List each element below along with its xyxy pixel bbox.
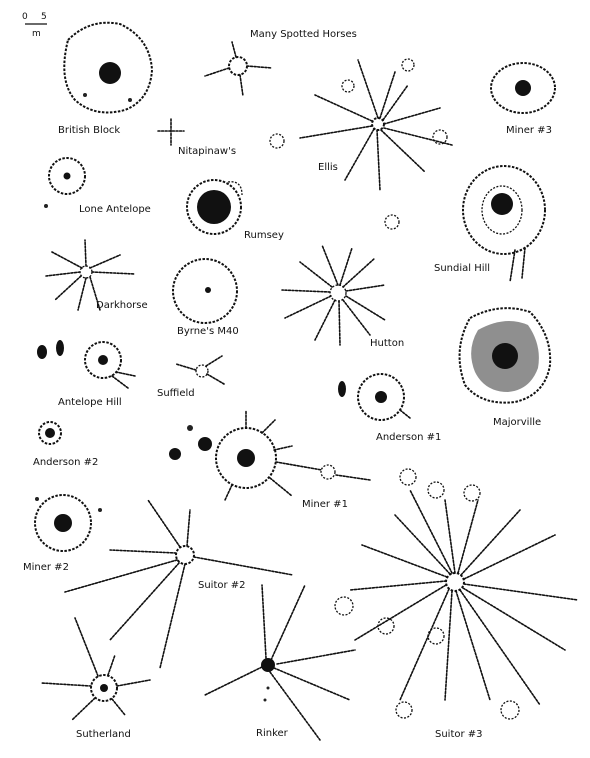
site-miner-2: Miner #2 [23,494,102,573]
label-ellis: Ellis [318,162,338,173]
label-miner-3: Miner #3 [506,125,552,136]
site-byrnes-m40: Byrne's M40 [172,258,239,337]
site-nitapinaws: Nitapinaw's [157,118,236,157]
label-suffield: Suffield [157,388,195,399]
site-suitor-2: Suitor #2 [64,499,294,669]
label-suitor-2: Suitor #2 [198,580,246,591]
scale-unit: m [32,29,41,39]
label-darkhorse: Darkhorse [96,300,148,311]
label-sutherland: Sutherland [76,729,131,740]
label-anderson-1: Anderson #1 [376,432,441,443]
label-british-block: British Block [58,125,120,136]
site-miner-1: Miner #1 [169,409,371,510]
label-nitapinaws: Nitapinaw's [178,146,236,157]
label-suitor-3: Suitor #3 [435,729,483,740]
scale-zero: 0 [22,12,28,22]
site-rinker: Rinker [204,584,356,741]
site-lone-antelope: Lone Antelope [44,157,151,215]
site-sundial-hill: Sundial Hill [434,165,546,283]
site-suitor-3: Suitor #3 [334,468,579,740]
label-many-spotted-horses: Many Spotted Horses [250,29,357,40]
site-anderson-1: Anderson #1 [338,373,441,443]
label-antelope-hill: Antelope Hill [58,397,122,408]
site-suffield: Suffield [157,355,225,399]
scale-five: 5 [41,12,47,22]
label-lone-antelope: Lone Antelope [79,204,151,215]
site-miner-3: Miner #3 [490,62,556,136]
site-darkhorse: Darkhorse [45,239,148,311]
label-byrnes-m40: Byrne's M40 [177,326,239,337]
site-sutherland: Sutherland [41,617,151,740]
site-anderson-2: Anderson #2 [33,421,98,468]
site-many-spotted-horses: Many Spotted Horses [204,29,357,97]
label-miner-2: Miner #2 [23,562,69,573]
label-sundial-hill: Sundial Hill [434,263,490,274]
scale-bar: 0 5 m [22,12,47,39]
label-majorville: Majorville [493,417,541,428]
site-antelope-hill: Antelope Hill [37,340,136,408]
label-rinker: Rinker [256,728,289,739]
label-rumsey: Rumsey [244,230,284,241]
site-majorville: Majorville [458,307,552,428]
site-rumsey: Rumsey [186,179,284,241]
label-hutton: Hutton [370,338,404,349]
site-british-block: British Block [58,21,154,136]
site-hutton: Hutton [281,244,404,349]
label-miner-1: Miner #1 [302,499,348,510]
label-anderson-2: Anderson #2 [33,457,98,468]
site-ellis: Ellis [269,58,453,230]
